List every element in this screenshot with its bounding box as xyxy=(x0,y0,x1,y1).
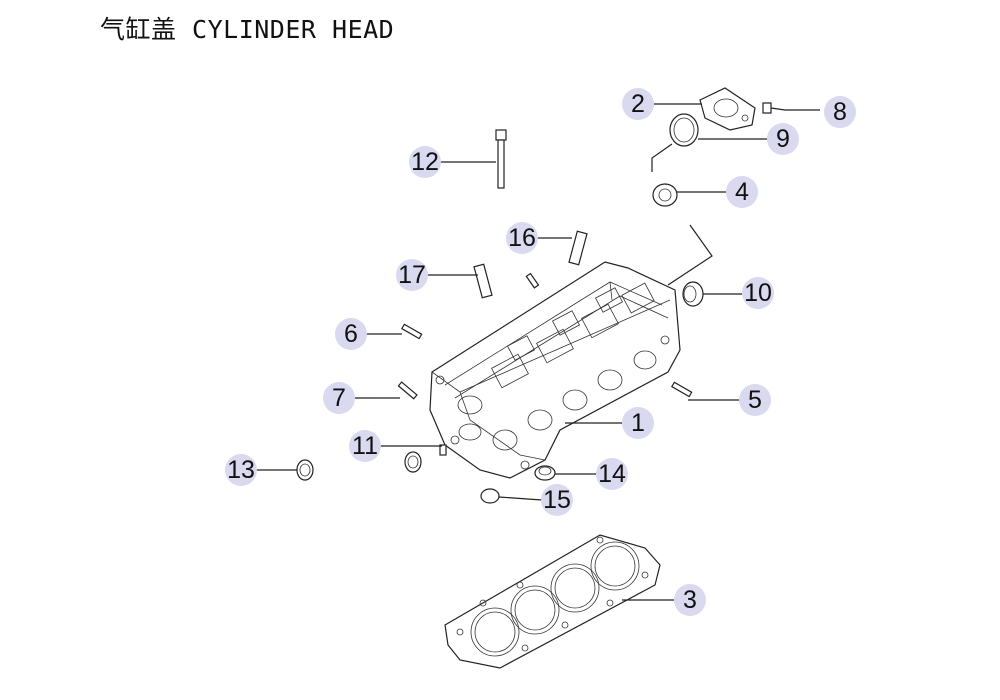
svg-text:3: 3 xyxy=(683,586,697,614)
callout-6: 6 xyxy=(335,318,367,350)
svg-text:2: 2 xyxy=(631,90,645,118)
callout-2: 2 xyxy=(622,88,654,120)
callout-4: 4 xyxy=(726,176,758,208)
callout-14: 14 xyxy=(596,458,628,490)
cup-plug-part-11 xyxy=(404,444,447,473)
svg-text:13: 13 xyxy=(227,456,255,484)
svg-text:11: 11 xyxy=(352,432,378,460)
callout-13: 13 xyxy=(225,454,257,486)
leader-lines xyxy=(256,103,820,601)
callout-7: 7 xyxy=(323,382,355,414)
svg-text:1: 1 xyxy=(631,409,645,437)
svg-text:8: 8 xyxy=(833,98,847,126)
svg-text:12: 12 xyxy=(411,148,439,176)
svg-text:15: 15 xyxy=(543,486,571,514)
callout-1: 1 xyxy=(622,407,654,439)
stud-part-6 xyxy=(401,323,423,340)
stud-part-5 xyxy=(671,381,693,398)
callout-8: 8 xyxy=(824,96,856,128)
svg-text:7: 7 xyxy=(332,384,346,412)
intake-ports xyxy=(435,335,670,470)
svg-text:6: 6 xyxy=(344,320,358,348)
head-bolt-part xyxy=(495,129,507,189)
valve-guide-part-17 xyxy=(473,263,493,299)
svg-text:10: 10 xyxy=(744,279,772,307)
callout-10: 10 xyxy=(742,277,774,309)
stud-part-7 xyxy=(397,381,418,400)
page-title: 气缸盖 CYLINDER HEAD xyxy=(100,15,395,44)
callout-15: 15 xyxy=(541,484,573,516)
svg-text:5: 5 xyxy=(748,386,762,414)
callout-11: 11 xyxy=(349,430,381,462)
callout-5: 5 xyxy=(739,384,771,416)
plug-cap-part xyxy=(682,281,704,307)
screw-part xyxy=(762,102,786,114)
flange-housing-part xyxy=(699,87,756,131)
plug-part-15 xyxy=(480,488,500,504)
cam-lobes xyxy=(491,282,655,389)
callout-12: 12 xyxy=(409,146,441,178)
cap-part-14 xyxy=(534,465,556,481)
cup-plug-part-13 xyxy=(296,459,314,481)
svg-text:4: 4 xyxy=(735,178,749,206)
svg-text:16: 16 xyxy=(508,224,536,252)
head-gasket-part xyxy=(444,534,661,669)
callout-16: 16 xyxy=(506,222,538,254)
cylinder-head-part xyxy=(429,261,681,479)
svg-text:17: 17 xyxy=(398,261,426,289)
seal-part xyxy=(652,183,678,207)
svg-text:9: 9 xyxy=(776,125,790,153)
stud-small xyxy=(525,272,540,289)
callout-17: 17 xyxy=(396,259,428,291)
callout-9: 9 xyxy=(767,123,799,155)
valve-guide-part-16 xyxy=(568,230,588,266)
svg-text:14: 14 xyxy=(598,460,626,488)
callout-3: 3 xyxy=(674,584,706,616)
